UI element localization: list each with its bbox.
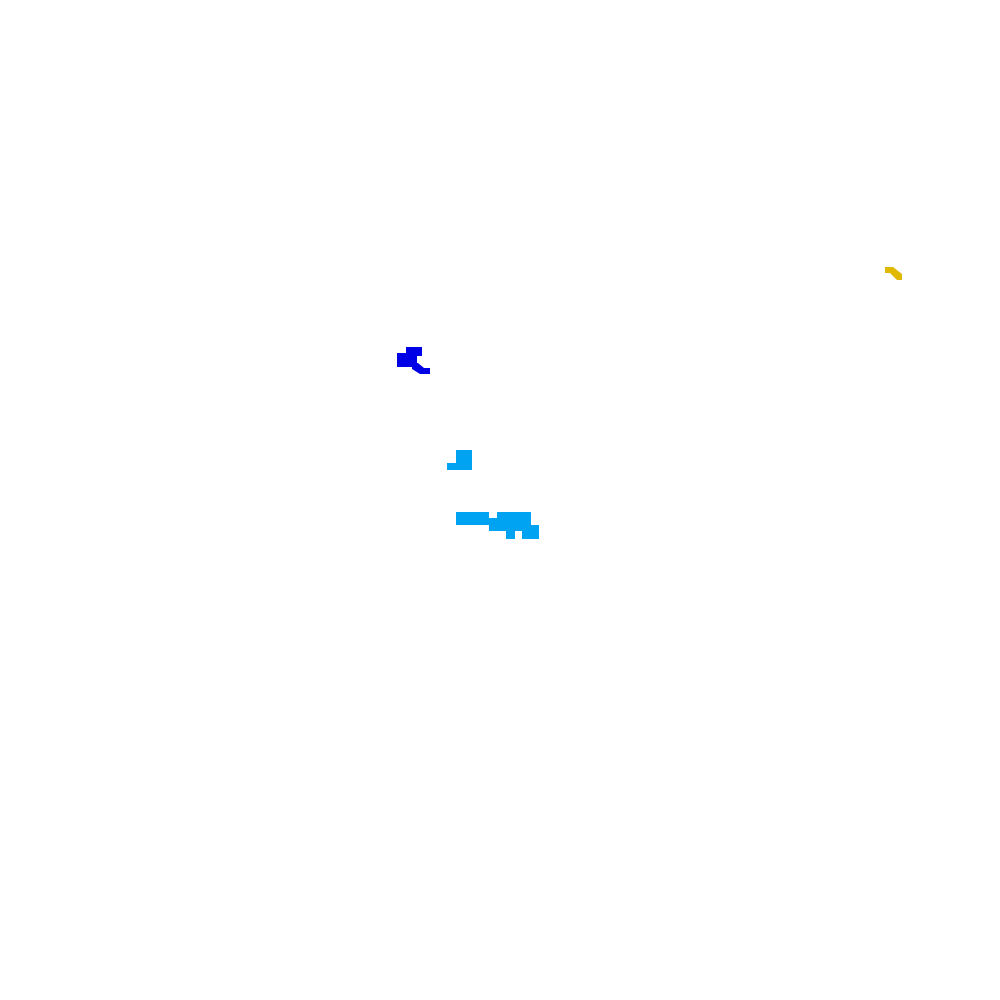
gold-stroke-shape <box>885 267 902 280</box>
navy-blue-shape <box>397 347 430 374</box>
sky-blue-cluster-shape <box>456 512 539 539</box>
sky-blue-small-shape <box>447 450 472 470</box>
